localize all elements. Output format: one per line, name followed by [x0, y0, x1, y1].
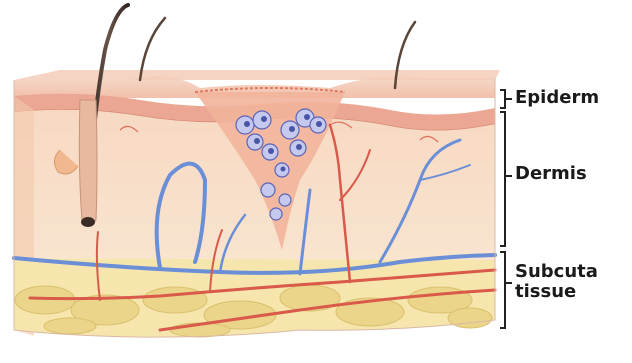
label-subcutaneous-tissue: Subcuta tissue: [515, 262, 598, 302]
label-epidermis: Epiderm: [515, 88, 599, 108]
layer-brackets: [500, 90, 512, 328]
bracket-subcutaneous: [500, 252, 512, 328]
label-subcutaneous-line2: tissue: [515, 282, 598, 302]
label-dermis: Dermis: [515, 164, 587, 184]
hair-follicle: [79, 100, 97, 226]
bracket-epidermis: [500, 90, 512, 108]
label-subcutaneous-line1: Subcuta: [515, 262, 598, 282]
bracket-dermis: [500, 112, 512, 246]
skin-top-depth: [14, 70, 500, 80]
